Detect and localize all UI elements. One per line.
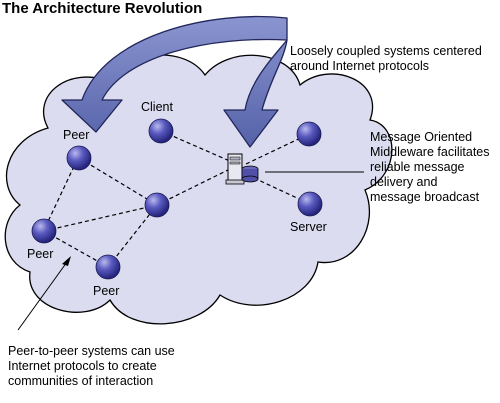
callout-top-line: Loosely coupled systems centered	[290, 44, 482, 58]
node-top-right	[296, 121, 322, 147]
callout-right-line: message broadcast	[370, 190, 480, 204]
callout-right-line: delivery and	[370, 175, 438, 189]
node-client	[148, 118, 174, 144]
leader-bottom	[17, 261, 68, 331]
label-peer-left: Peer	[27, 247, 54, 261]
callout-top-line: around Internet protocols	[290, 59, 429, 73]
node-server	[297, 191, 323, 217]
connections	[43, 130, 311, 268]
link-peerleft-peerbottom	[43, 230, 109, 268]
callout-right-line: Middleware facilitates	[370, 145, 490, 159]
label-peer-top: Peer	[63, 128, 90, 142]
node-peer-left	[31, 218, 57, 244]
callout-bottom-line: Internet protocols to create	[8, 359, 157, 373]
callout-bottom: Peer-to-peer systems can use Internet pr…	[8, 344, 175, 389]
node-peer-bottom	[95, 254, 121, 280]
node-hub	[144, 192, 170, 218]
link-client-mom	[160, 130, 233, 163]
callout-bottom-line: Peer-to-peer systems can use	[8, 344, 175, 358]
callout-right-line: Message Oriented	[370, 130, 473, 144]
callout-right-line: reliable message	[370, 160, 465, 174]
link-peertop-peerleft	[43, 159, 78, 231]
curved-arrow-icon	[61, 15, 288, 148]
callout-right: Message Oriented Middleware facilitates …	[370, 130, 490, 205]
label-peer-bottom: Peer	[93, 284, 120, 298]
cloud-shape	[4, 54, 393, 325]
nodes	[31, 118, 323, 280]
label-server: Server	[290, 220, 327, 234]
link-peerbottom-hub	[107, 204, 158, 268]
callout-top: Loosely coupled systems centered around …	[290, 44, 482, 74]
page-title: The Architecture Revolution	[2, 0, 203, 17]
node-peer-top	[66, 145, 92, 171]
leader-lines	[17, 171, 364, 331]
callout-bottom-line: communities of interaction	[8, 374, 154, 388]
server-computer-icon	[225, 153, 259, 185]
label-client: Client	[141, 100, 173, 114]
link-peerleft-hub	[43, 204, 158, 232]
leader-arrowhead-icon	[62, 256, 71, 266]
link-peertop-hub	[78, 157, 158, 206]
